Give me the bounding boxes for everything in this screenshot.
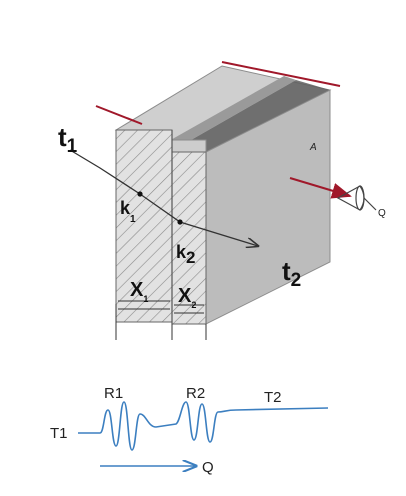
wall-top-band [170,80,330,152]
wave-label-r1: R1 [104,385,123,402]
heat-in-top-arrow [95,105,143,125]
heat-out-arrow [289,177,352,199]
heat-top-edge-arrow [221,61,341,87]
layer-2-hatched [171,151,207,325]
label-area: A [309,142,317,153]
label-k2: k2 [176,242,195,267]
wall-top-band-light [160,76,296,152]
label-x1: X1 [130,279,148,304]
wave-label-q: Q [202,459,214,476]
heat-q-cone [336,185,377,211]
wave-label-r2: R2 [186,385,205,402]
dimension-lines [115,300,207,340]
label-heat-q: Q [378,208,386,219]
label-x2: X2 [178,285,196,310]
label-k1: k1 [120,198,136,225]
waveform-line [78,401,329,451]
layer-1-hatched [115,129,173,323]
wave-label-t2: T2 [264,389,282,406]
label-t1: t1 [58,122,78,157]
resistance-waveform [78,401,329,466]
label-t2: t2 [282,256,301,291]
wall-block [114,65,332,325]
wave-label-t1: T1 [50,425,68,442]
